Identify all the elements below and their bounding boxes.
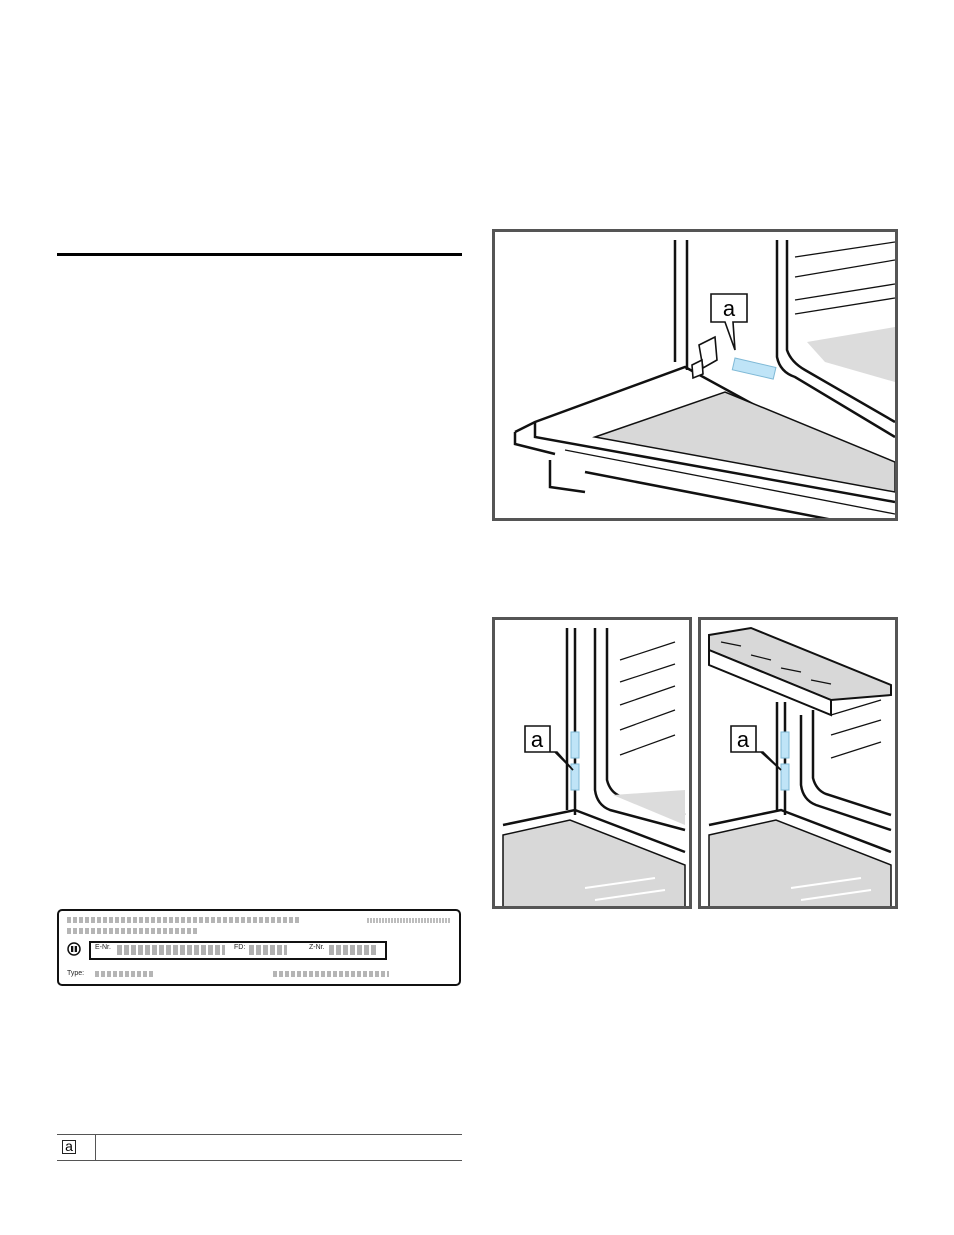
type-value-placeholder (95, 971, 153, 977)
oven-door-illustration: a (513, 240, 895, 518)
znr-value-placeholder (329, 945, 377, 955)
figure-oven-side-label-left: a (492, 617, 692, 909)
fd-value-placeholder (249, 945, 287, 955)
enr-label: E-Nr. (95, 944, 111, 951)
figure-oven-side-label-right: a (698, 617, 898, 909)
type-label: Type: (67, 970, 85, 977)
fd-label: FD: (234, 944, 246, 951)
oven-interior-illustration: a (502, 628, 686, 906)
plate-text-placeholder (67, 917, 299, 923)
plate-number-box: E-Nr. FD: Z-Nr. (89, 941, 387, 960)
legend-key: a (62, 1139, 76, 1154)
callout-letter-a: a (723, 296, 736, 321)
oven-interior-with-panel-illustration: a (708, 626, 892, 906)
figure-oven-door-hinge-label: a (492, 229, 898, 521)
znr-label: Z-Nr. (309, 944, 325, 951)
enr-value-placeholder (117, 945, 225, 955)
plate-text-placeholder (367, 918, 451, 923)
legend-divider (95, 1135, 96, 1160)
legend-table: a (57, 1134, 462, 1161)
certification-mark-icon (67, 942, 81, 956)
plate-text-placeholder (273, 971, 389, 977)
rating-plate: E-Nr. FD: Z-Nr. Type: (57, 909, 461, 986)
callout-letter-a: a (531, 727, 544, 752)
callout-letter-a: a (737, 727, 750, 752)
section-rule (57, 253, 462, 256)
plate-text-placeholder (67, 928, 199, 934)
